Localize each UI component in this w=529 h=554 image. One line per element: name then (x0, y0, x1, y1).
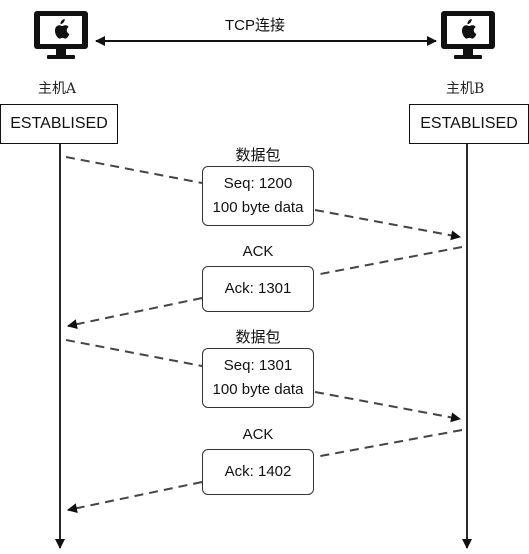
message-3-data: 100 byte data (212, 381, 304, 398)
message-1-title: 数据包 (235, 147, 281, 164)
message-1-box: Seq: 1200 100 byte data (202, 166, 314, 226)
message-4-ack: Ack: 1402 (224, 463, 292, 480)
message-arrow-3b (314, 391, 461, 423)
desktop-computer-icon (441, 11, 495, 59)
message-arrow-4b (67, 481, 203, 514)
tcp-connection-label: TCP连接 (225, 17, 286, 34)
message-1-data: 100 byte data (212, 199, 304, 216)
message-arrow-3a (65, 339, 203, 367)
message-4-box: Ack: 1402 (202, 449, 314, 495)
host-b-state: ESTABLISED (420, 115, 518, 132)
host-b-label: 主机B (446, 81, 485, 97)
host-b-state-box: ESTABLISED (409, 104, 529, 144)
message-arrow-1b (314, 209, 461, 241)
host-a-state-box: ESTABLISED (0, 104, 118, 144)
message-2-ack: Ack: 1301 (224, 280, 292, 297)
message-2-title: ACK (242, 243, 274, 260)
host-a-state: ESTABLISED (10, 115, 108, 132)
message-arrow-2b (67, 297, 203, 330)
message-3-title: 数据包 (235, 329, 281, 346)
host-a-label: 主机A (38, 81, 77, 97)
message-3-seq: Seq: 1301 (223, 357, 293, 374)
message-arrow-4a (314, 429, 463, 458)
message-2-box: Ack: 1301 (202, 266, 314, 312)
desktop-computer-icon (34, 11, 88, 59)
message-4-title: ACK (242, 426, 274, 443)
message-3-box: Seq: 1301 100 byte data (202, 348, 314, 408)
message-arrow-1a (65, 156, 203, 184)
message-arrow-2a (314, 246, 463, 276)
message-1-seq: Seq: 1200 (223, 175, 293, 192)
